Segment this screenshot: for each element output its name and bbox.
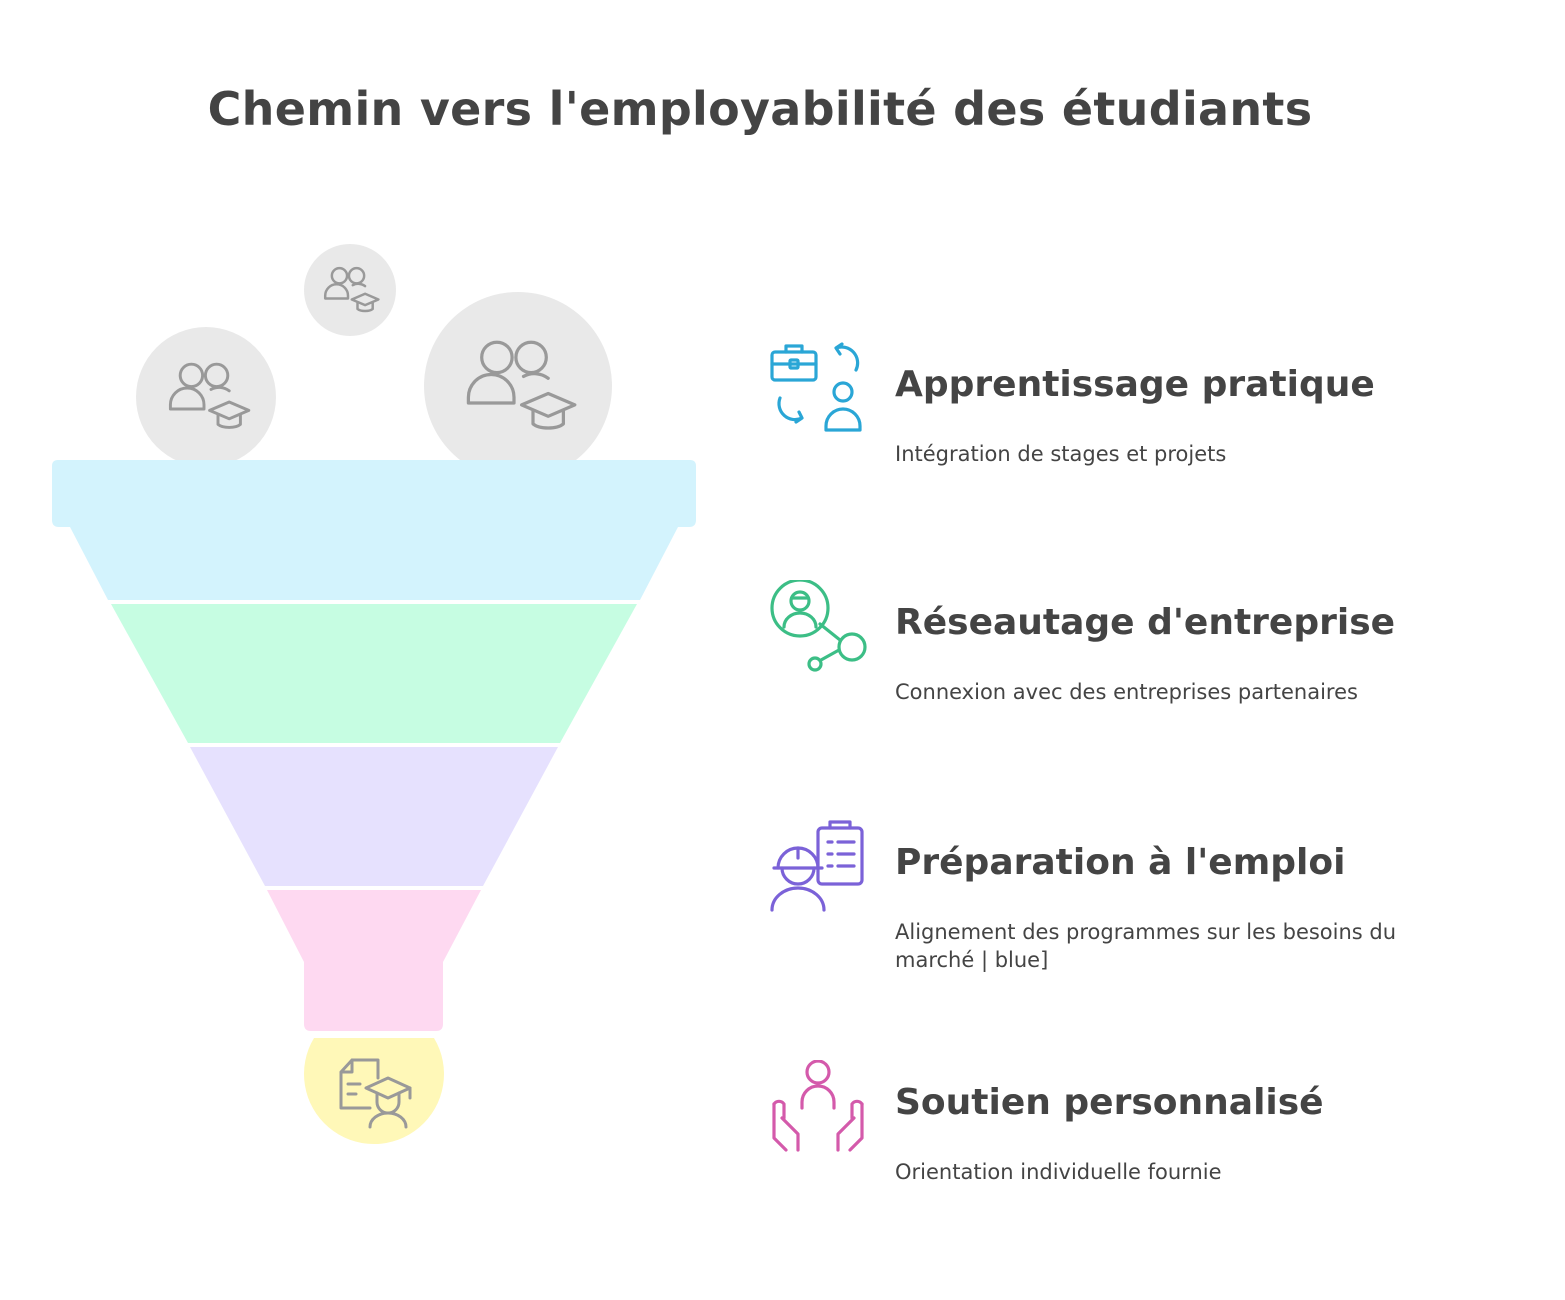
funnel-band-2	[111, 604, 637, 743]
step-description: Orientation individuelle fournie	[895, 1160, 1222, 1184]
step-heading: Réseautage d'entreprise	[895, 602, 1396, 643]
funnel-band-1	[52, 460, 696, 600]
page-title: Chemin vers l'employabilité des étudiant…	[207, 82, 1313, 136]
person-network-icon	[770, 580, 867, 672]
input-circle-small	[304, 244, 396, 336]
step-apprentissage: Apprentissage pratique Intégration de st…	[770, 342, 1490, 492]
briefcase-exchange-icon	[770, 342, 862, 432]
funnel-band-4	[267, 890, 481, 1031]
hands-support-icon	[772, 1060, 864, 1152]
worker-checklist-icon	[770, 820, 864, 912]
step-reseautage: Réseautage d'entreprise Connexion avec d…	[770, 580, 1490, 730]
input-circle-bg	[424, 292, 612, 480]
step-heading: Préparation à l'emploi	[895, 842, 1346, 883]
step-description: Alignement des programmes sur les besoin…	[895, 920, 1397, 972]
output-circle	[303, 1038, 445, 1145]
input-circle-right	[424, 292, 612, 480]
step-soutien: Soutien personnalisé Orientation individ…	[770, 1060, 1490, 1210]
input-circle-bg	[136, 327, 276, 467]
document-graduate-icon	[339, 1058, 412, 1129]
step-description: Intégration de stages et projets	[895, 442, 1227, 466]
step-heading: Soutien personnalisé	[895, 1082, 1324, 1123]
funnel-band-3	[190, 747, 558, 886]
input-circle-left	[136, 327, 276, 467]
input-circle-bg	[304, 244, 396, 336]
step-preparation: Préparation à l'emploi Alignement des pr…	[770, 820, 1490, 972]
step-heading: Apprentissage pratique	[895, 364, 1375, 405]
step-description: Connexion avec des entreprises partenair…	[895, 680, 1358, 704]
funnel-diagram	[52, 244, 696, 1145]
